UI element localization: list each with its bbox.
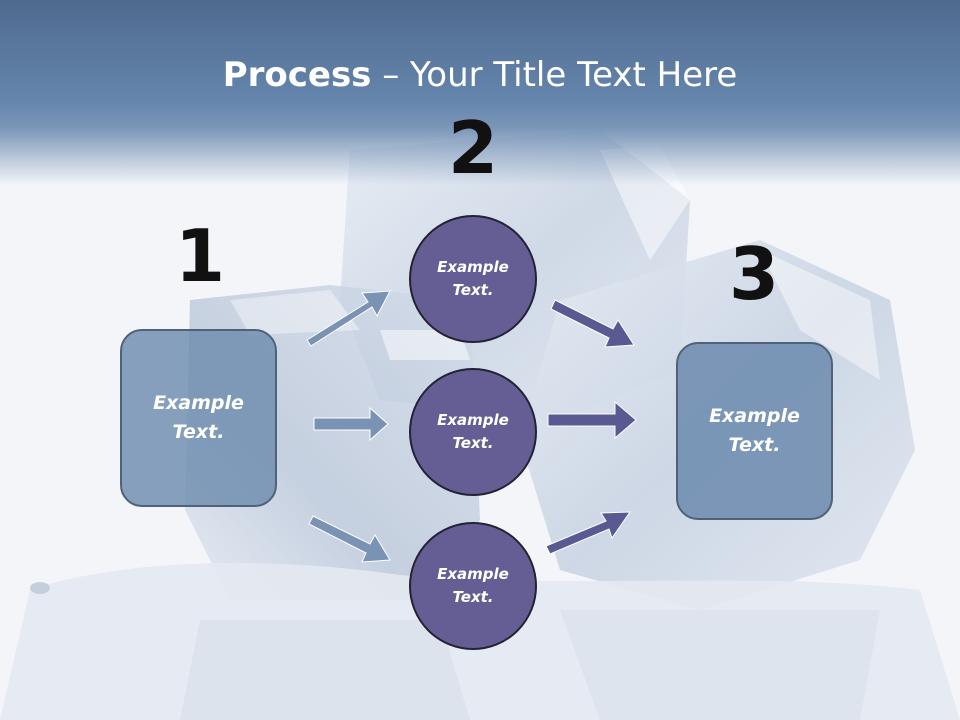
title-rest: – Your Title Text Here bbox=[371, 55, 738, 95]
step-3-text: Example Text. bbox=[709, 405, 800, 456]
arrow-bottom-circle-to-3 bbox=[545, 511, 631, 555]
circle-bottom-text: Example Text. bbox=[437, 565, 509, 606]
step-2-circle-middle: Example Text. bbox=[409, 368, 537, 496]
step-number-3: 3 bbox=[728, 232, 780, 316]
step-1-box: Example Text. bbox=[120, 329, 277, 507]
arrow-1-to-top-circle bbox=[306, 290, 391, 347]
title-bold: Process bbox=[222, 55, 372, 95]
step-2-circle-bottom: Example Text. bbox=[409, 522, 537, 650]
arrow-top-circle-to-3 bbox=[550, 299, 635, 348]
slide-title: Process – Your Title Text Here bbox=[0, 52, 960, 98]
step-3-box: Example Text. bbox=[676, 342, 833, 520]
step-2-circle-top: Example Text. bbox=[409, 215, 537, 343]
circle-middle-text: Example Text. bbox=[437, 411, 509, 452]
arrow-1-to-bottom-circle bbox=[308, 515, 391, 563]
title-bar bbox=[0, 0, 960, 185]
step-number-2: 2 bbox=[447, 106, 499, 190]
step-1-text: Example Text. bbox=[153, 392, 244, 443]
arrow-middle-circle-to-3 bbox=[547, 400, 637, 440]
step-number-1: 1 bbox=[174, 214, 226, 298]
arrow-1-to-middle-circle bbox=[313, 406, 389, 442]
circle-top-text: Example Text. bbox=[437, 258, 509, 299]
